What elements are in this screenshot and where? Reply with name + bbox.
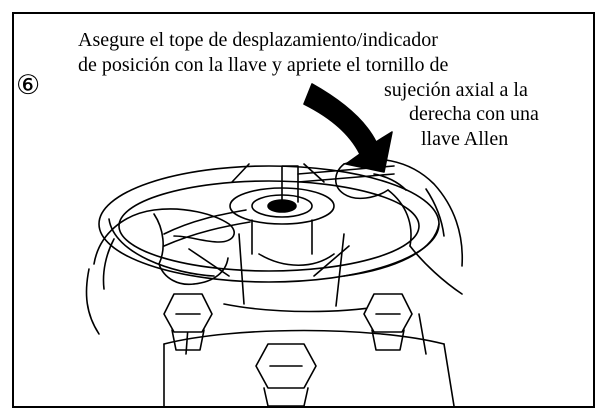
instruction-text-line-3: sujeción axial a la (384, 79, 528, 101)
right-hand (334, 158, 464, 295)
hex-bolt-right (363, 293, 413, 351)
instruction-text-line-5: llave Allen (421, 128, 509, 150)
left-hand (85, 208, 235, 335)
instruction-text-line-2: de posición con la llave y apriete el to… (78, 54, 449, 76)
wrench (163, 209, 251, 247)
instruction-panel: ⑥ Asegure el tope de desplazamiento/indi… (12, 12, 595, 408)
valve-assembly-illustration (85, 83, 464, 406)
step-number: ⑥ (16, 70, 41, 101)
hex-bolt-left (163, 293, 213, 351)
instruction-text-line-4: derecha con una (409, 103, 539, 125)
hex-bolt-bottom (255, 343, 317, 406)
rotation-arrow-icon (303, 83, 393, 173)
instruction-text-line-1: Asegure el tope de desplazamiento/indica… (78, 29, 438, 51)
